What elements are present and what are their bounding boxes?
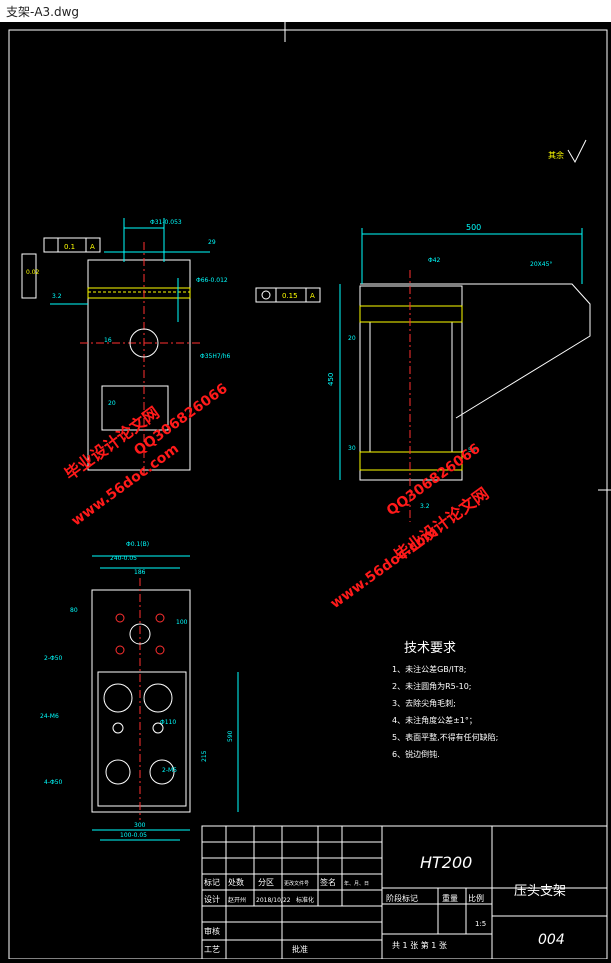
svg-text:Φ31-0.053: Φ31-0.053 [150, 219, 182, 226]
svg-text:1:5: 1:5 [475, 920, 486, 928]
file-title: 支架-A3.dwg [6, 5, 80, 19]
svg-text:更改文件号: 更改文件号 [284, 880, 309, 887]
svg-text:其余: 其余 [548, 150, 564, 160]
svg-text:压头支架: 压头支架 [514, 884, 566, 899]
top-view: Φ0.1(B) 240-0.05 186 80 2-Φ50 24-M6 Φ110… [40, 541, 239, 841]
svg-text:比例: 比例 [468, 893, 484, 903]
svg-text:签名: 签名 [320, 877, 336, 887]
svg-text:80: 80 [70, 607, 78, 614]
watermark-right: 毕业设计论文网 www.56doc.com QQ306826066 [328, 441, 493, 612]
svg-text:www.56doc.com: www.56doc.com [328, 523, 441, 611]
svg-text:240-0.05: 240-0.05 [110, 555, 137, 562]
svg-text:共 1 张 第 1 张: 共 1 张 第 1 张 [392, 940, 447, 950]
svg-text:0.15: 0.15 [282, 292, 298, 300]
svg-text:0.02: 0.02 [26, 269, 40, 276]
svg-text:6、锐边倒钝.: 6、锐边倒钝. [392, 749, 440, 759]
cad-drawing: 其余 Φ31-0.053 29 Φ66-0.012 Φ35H7/h6 20 16… [8, 22, 611, 960]
svg-text:20: 20 [108, 400, 116, 407]
svg-text:50: 50 [468, 447, 476, 454]
svg-text:100-0.05: 100-0.05 [120, 832, 147, 839]
svg-text:标准化: 标准化 [296, 896, 314, 904]
svg-text:处数: 处数 [228, 877, 244, 887]
svg-text:2-M5: 2-M5 [162, 767, 177, 774]
svg-text:4-Φ50: 4-Φ50 [44, 779, 63, 786]
svg-text:24-M6: 24-M6 [40, 713, 59, 720]
svg-text:分区: 分区 [258, 878, 274, 887]
svg-text:Φ66-0.012: Φ66-0.012 [196, 277, 228, 284]
svg-text:1、未注公差GB/IT8;: 1、未注公差GB/IT8; [392, 664, 467, 674]
svg-text:2-Φ50: 2-Φ50 [44, 655, 63, 662]
svg-text:重量: 重量 [442, 893, 458, 903]
svg-text:年、月、日: 年、月、日 [344, 880, 369, 887]
svg-text:2018/10/22: 2018/10/22 [256, 897, 291, 904]
front-view: Φ31-0.053 29 Φ66-0.012 Φ35H7/h6 20 16 3.… [21, 218, 321, 477]
svg-text:5、表面平整,不得有任何缺陷;: 5、表面平整,不得有任何缺陷; [392, 732, 498, 742]
svg-text:300: 300 [134, 822, 146, 829]
title-block-text: HT200 压头支架 004 阶段标记 重量 比例 1:5 共 1 张 第 1 … [204, 853, 566, 954]
svg-text:审核: 审核 [204, 926, 220, 936]
svg-text:450: 450 [327, 373, 335, 386]
svg-text:29: 29 [208, 239, 216, 246]
title-block [201, 825, 608, 960]
svg-text:004: 004 [538, 932, 565, 948]
svg-text:Φ35H7/h6: Φ35H7/h6 [200, 353, 231, 360]
svg-text:工艺: 工艺 [204, 945, 220, 954]
svg-text:16: 16 [104, 337, 112, 344]
svg-text:技术要求: 技术要求 [404, 641, 456, 656]
technical-requirements: 技术要求 1、未注公差GB/IT8; 2、未注圆角为R5-10; 3、去除尖角毛… [392, 641, 498, 759]
svg-text:30: 30 [348, 445, 356, 452]
watermark-left: 毕业设计论文网 www.56doc.com QQ306826066 [61, 381, 231, 530]
svg-text:0.1: 0.1 [64, 243, 75, 251]
svg-text:Φ110: Φ110 [160, 719, 176, 726]
svg-text:A: A [90, 243, 95, 251]
svg-text:Φ42: Φ42 [428, 257, 441, 264]
svg-text:20: 20 [348, 335, 356, 342]
svg-text:3、去除尖角毛刺;: 3、去除尖角毛刺; [392, 698, 456, 708]
svg-text:100: 100 [176, 619, 188, 626]
svg-text:A: A [310, 292, 315, 300]
svg-text:590: 590 [227, 730, 234, 742]
side-view: 500 450 20X45° Φ42 20 30 50 3.2 [327, 223, 591, 522]
svg-text:Φ0.1(B): Φ0.1(B) [126, 541, 149, 548]
svg-text:赵开州: 赵开州 [228, 896, 246, 904]
svg-text:批准: 批准 [292, 944, 308, 954]
svg-text:3.2: 3.2 [420, 503, 430, 510]
svg-text:215: 215 [201, 750, 208, 762]
svg-text:阶段标记: 阶段标记 [386, 893, 418, 903]
svg-text:20X45°: 20X45° [530, 261, 552, 268]
svg-text:4、未注角度公差±1°；: 4、未注角度公差±1°； [392, 715, 477, 725]
svg-text:3.2: 3.2 [52, 293, 62, 300]
svg-text:2、未注圆角为R5-10;: 2、未注圆角为R5-10; [392, 681, 472, 691]
title-bar: 支架-A3.dwg [0, 0, 611, 23]
svg-text:500: 500 [466, 223, 481, 232]
svg-text:HT200: HT200 [420, 853, 472, 872]
svg-text:标记: 标记 [204, 877, 220, 887]
svg-text:186: 186 [134, 569, 146, 576]
svg-text:设计: 设计 [204, 894, 220, 904]
roughness-note: 其余 [548, 139, 587, 164]
drawing-canvas[interactable]: 其余 Φ31-0.053 29 Φ66-0.012 Φ35H7/h6 20 16… [0, 22, 611, 960]
